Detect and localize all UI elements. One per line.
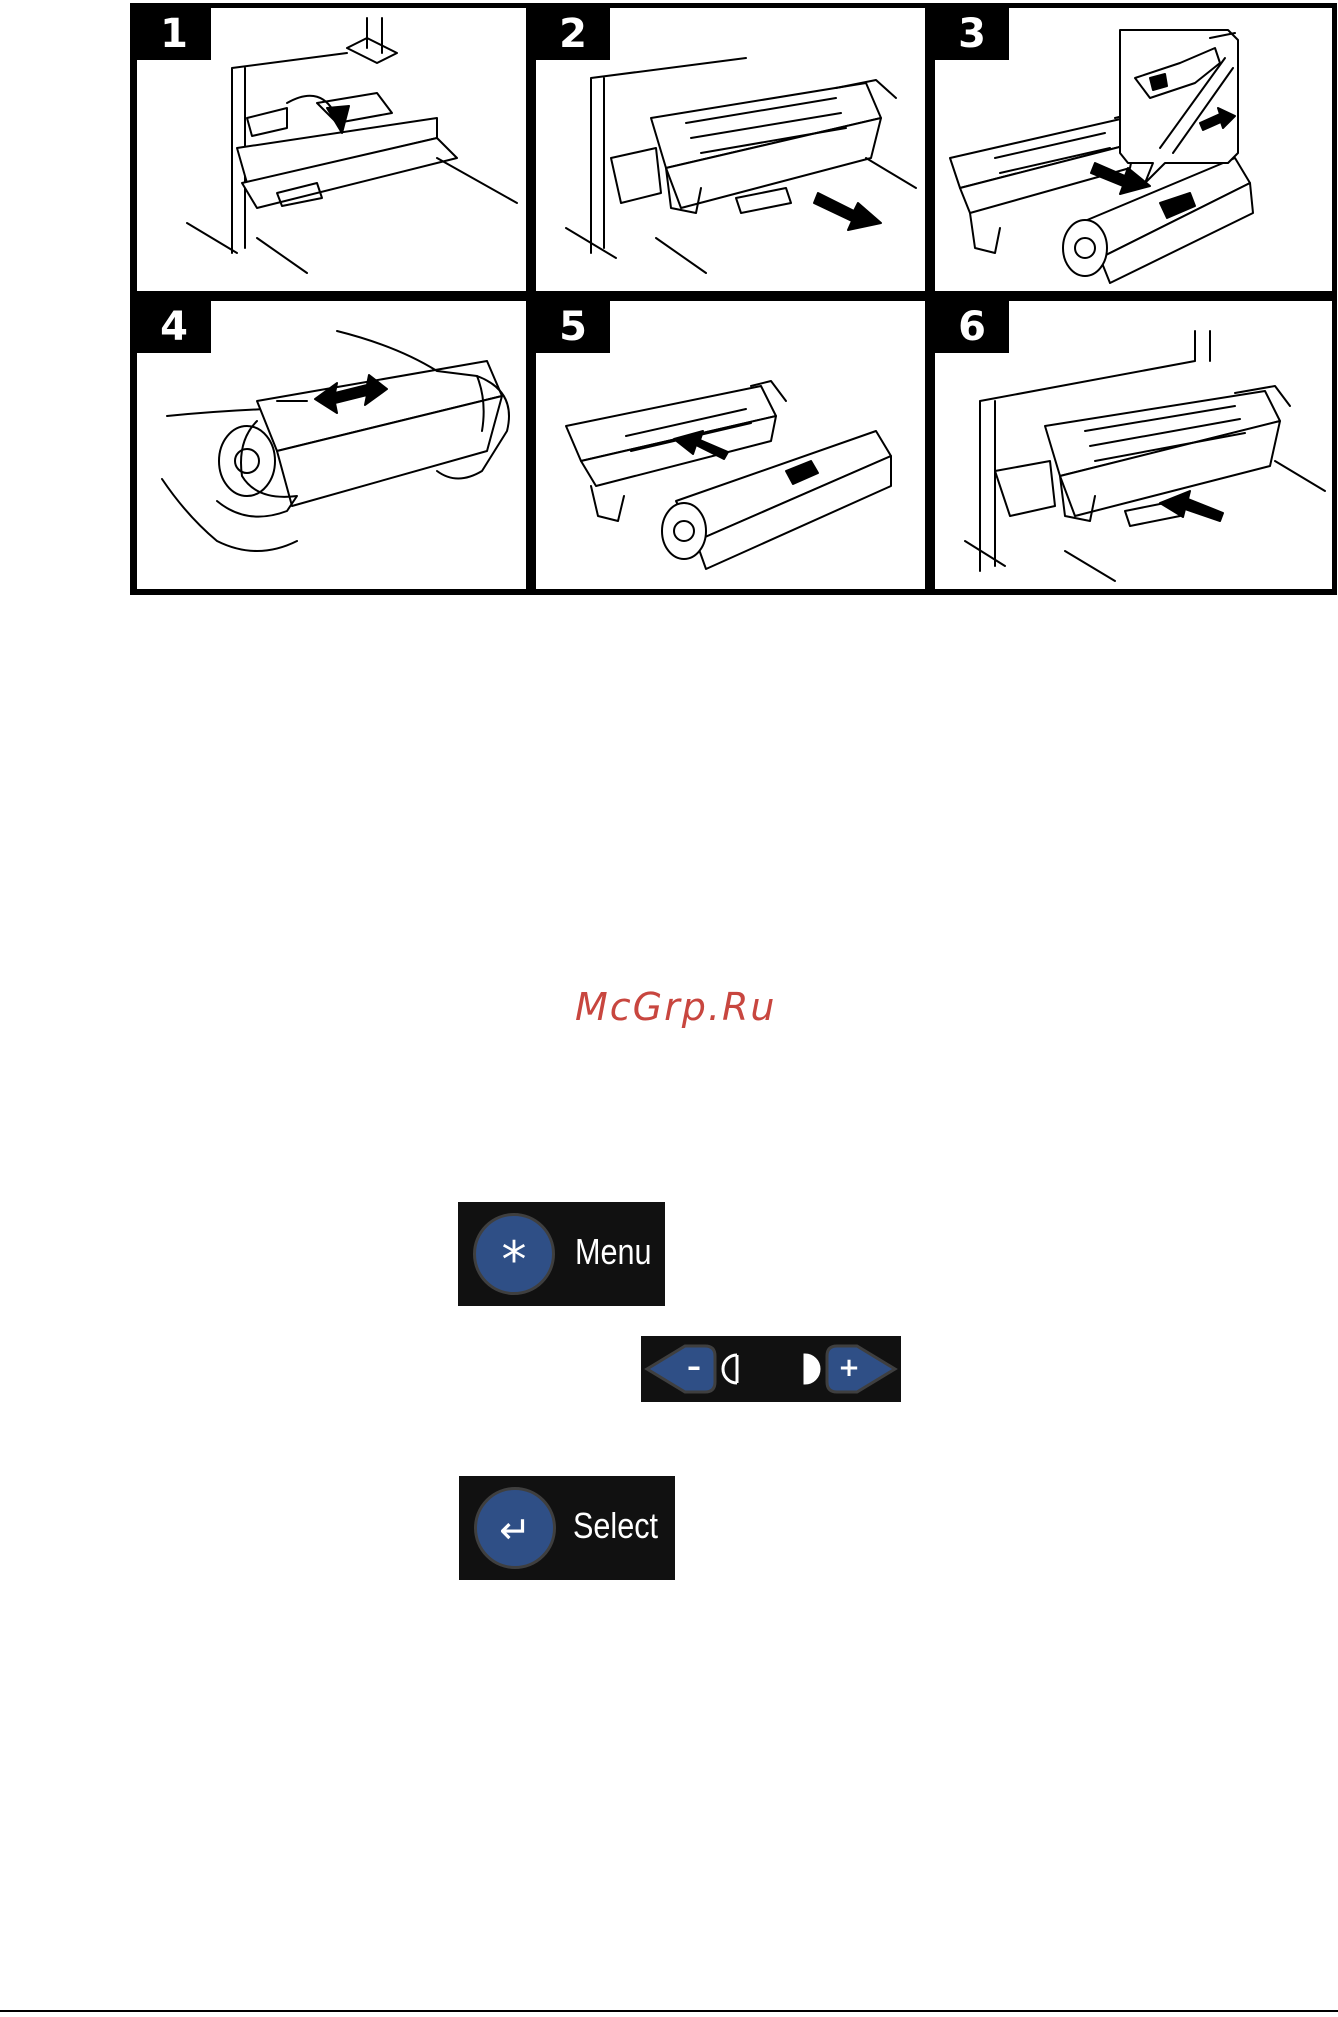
step-number: 5 [536, 301, 610, 353]
menu-button[interactable]: * Menu [458, 1202, 665, 1306]
minus-symbol: – [679, 1349, 709, 1385]
step-panel-3: 3 [935, 8, 1332, 291]
step-number: 1 [137, 8, 211, 60]
light-icon [723, 1355, 737, 1383]
watermark-text: McGrp.Ru [575, 985, 776, 1029]
step-number: 4 [137, 301, 211, 353]
asterisk-icon: * [473, 1213, 555, 1295]
select-button[interactable]: ↵ Select [459, 1476, 675, 1580]
plus-symbol: + [834, 1349, 864, 1387]
enter-icon: ↵ [474, 1487, 556, 1569]
footer-rule [0, 2010, 1338, 2012]
menu-button-label: Menu [575, 1231, 652, 1273]
step-panel-6: 6 [935, 301, 1332, 589]
step-number: 2 [536, 8, 610, 60]
contrast-adjust-buttons: – + [641, 1336, 901, 1402]
step-panel-2: 2 [536, 8, 925, 291]
instruction-steps-grid: 1 2 [130, 3, 1337, 595]
step-number: 6 [935, 301, 1009, 353]
select-button-label: Select [573, 1505, 658, 1547]
step-panel-4: 4 [137, 301, 526, 589]
dark-icon [805, 1355, 819, 1383]
step-panel-1: 1 [137, 8, 526, 291]
step-panel-5: 5 [536, 301, 925, 589]
step-number: 3 [935, 8, 1009, 60]
